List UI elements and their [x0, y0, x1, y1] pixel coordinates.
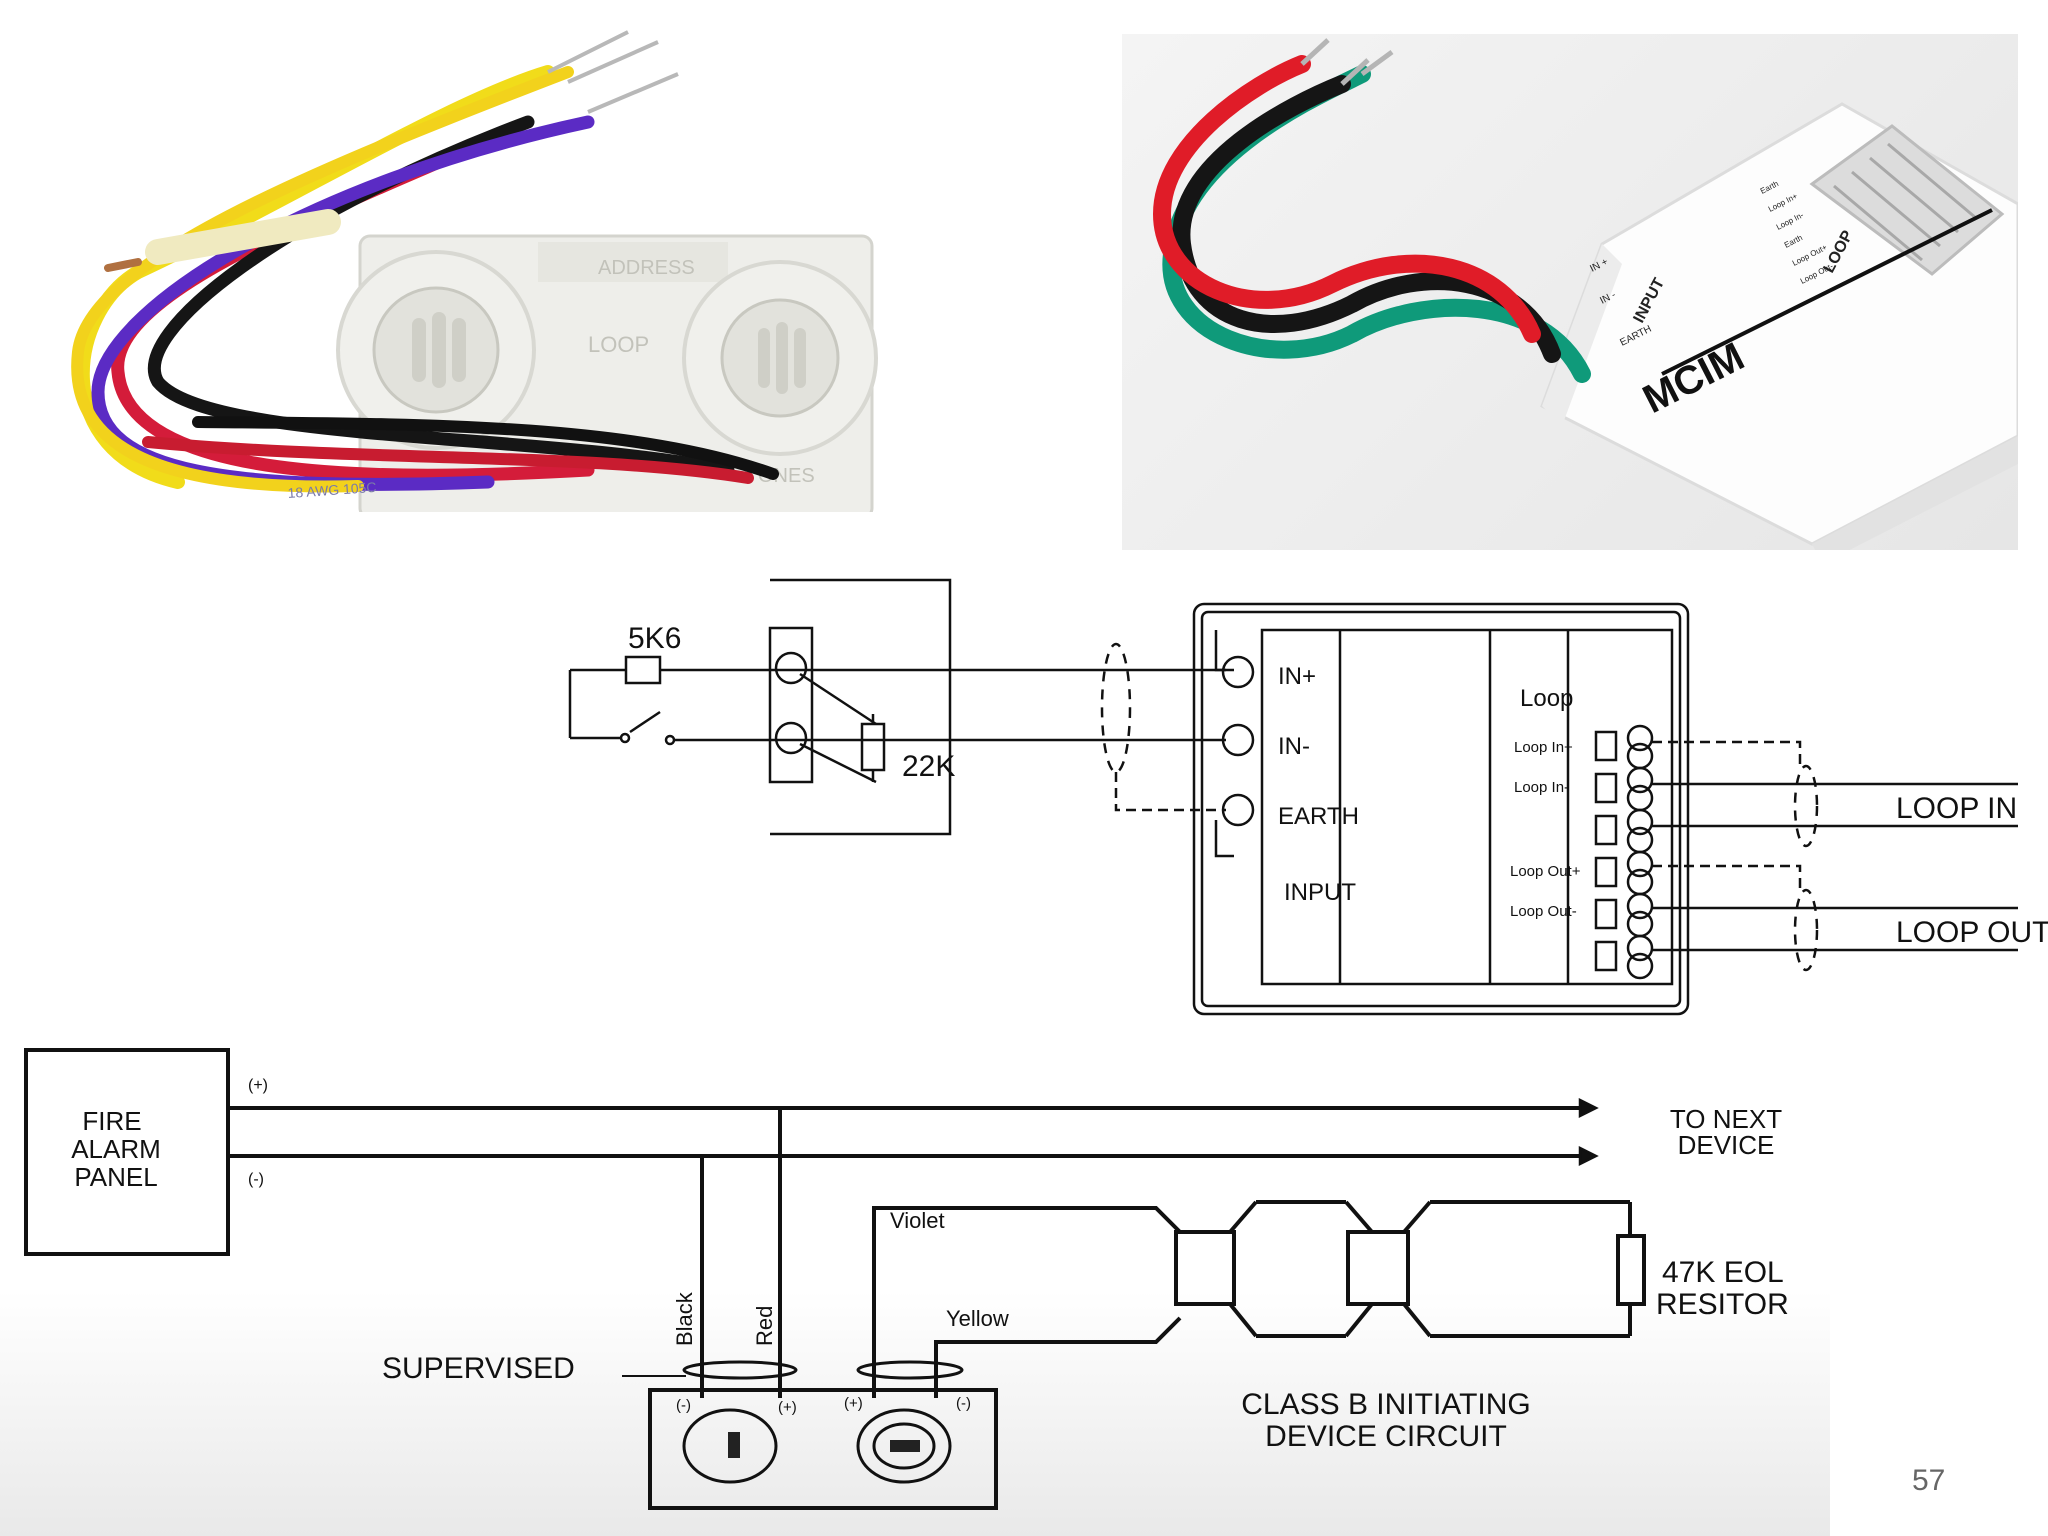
black-wire-label: Black	[672, 1291, 697, 1346]
in-plus-label: IN+	[1278, 663, 1316, 690]
circuit-title-line2: DEVICE CIRCUIT	[1265, 1420, 1507, 1453]
eol-resistor-line1: 47K EOL	[1662, 1256, 1784, 1289]
loop-in-label: LOOP IN	[1896, 792, 2017, 825]
mcim-module-photo: MCIM INPUT LOOP IN + IN - EARTH Earth Lo…	[1122, 34, 2018, 550]
loop-out-minus-label: Loop Out-	[1510, 903, 1577, 920]
supervised-label: SUPERVISED	[382, 1352, 575, 1385]
slide-background-fade	[0, 1290, 1830, 1536]
to-next-device-line2: DEVICE	[1678, 1130, 1775, 1160]
address-dial-label: ADDRESS	[598, 257, 695, 279]
in-minus-label: IN-	[1278, 733, 1310, 760]
panel-label-line2: ALARM	[71, 1134, 161, 1164]
panel-plus-label: (+)	[248, 1077, 268, 1094]
terminal-minus-label: (-)	[676, 1397, 691, 1414]
to-next-device-line1: TO NEXT	[1670, 1104, 1782, 1134]
addressable-module-photo: ADDRESS LOOP ONES 18 AWG 105C	[28, 12, 886, 512]
panel-minus-label: (-)	[248, 1171, 264, 1188]
input-label: INPUT	[1284, 879, 1356, 906]
red-wire-label: Red	[752, 1306, 777, 1346]
loop-header: Loop	[1520, 685, 1573, 712]
panel-label-line3: PANEL	[74, 1162, 157, 1192]
violet-wire-label: Violet	[890, 1208, 945, 1233]
yellow-wire-label: Yellow	[946, 1306, 1009, 1331]
terminal-plus-label: (+)	[844, 1395, 863, 1412]
wire-print-text: 18 AWG 105C	[287, 479, 377, 501]
circuit-title-line1: CLASS B INITIATING	[1241, 1388, 1531, 1421]
panel-label-line1: FIRE	[82, 1106, 141, 1136]
resistor-22k-label: 22K	[902, 750, 955, 783]
page-number: 57	[1912, 1464, 1946, 1497]
terminal-plus-label: (+)	[778, 1399, 797, 1416]
loop-in-plus-label: Loop In+	[1514, 739, 1573, 756]
resistor-5k6-label: 5K6	[628, 622, 681, 655]
earth-label: EARTH	[1278, 803, 1359, 830]
loop-out-plus-label: Loop Out+	[1510, 863, 1581, 880]
loop-dial-label: LOOP	[588, 332, 649, 357]
terminal-minus-label: (-)	[956, 1395, 971, 1412]
loop-out-label: LOOP OUT	[1896, 916, 2048, 949]
eol-resistor-line2: RESITOR	[1656, 1288, 1789, 1321]
loop-in-minus-label: Loop In-	[1514, 779, 1569, 796]
